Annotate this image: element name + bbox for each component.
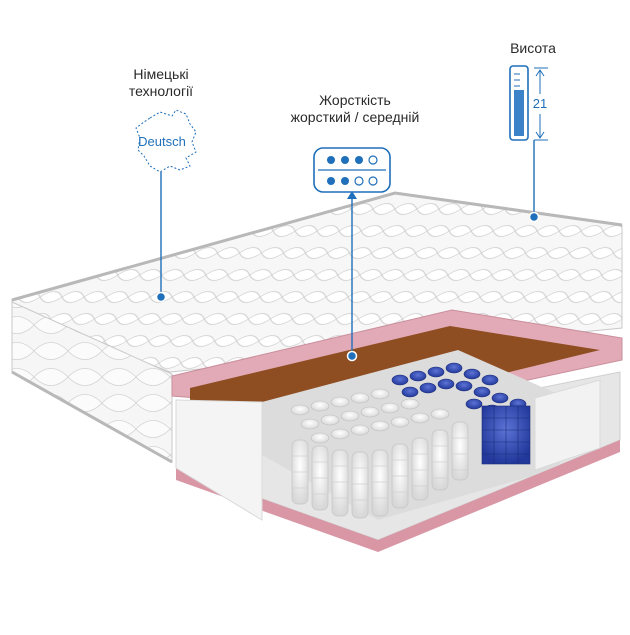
height-value: 21 (532, 96, 548, 111)
blue-springs (391, 362, 531, 465)
foam-block-left (175, 399, 263, 521)
coconut-layer (190, 326, 600, 404)
white-springs (290, 388, 469, 519)
firmness-line1: Жорсткість (319, 92, 391, 108)
firmness-icon (313, 147, 391, 193)
height-title: Висота (510, 40, 556, 56)
deutsch-badge: Deutsch (138, 134, 186, 149)
mattress-piping (11, 191, 623, 302)
german-tech-line1: Німецькі (133, 66, 189, 82)
germany-map-icon (135, 109, 197, 173)
german-tech-line2: технології (128, 83, 194, 99)
height-label: Висота (478, 40, 588, 57)
callout-dots (155, 211, 540, 362)
height-gauge-icon (509, 65, 548, 141)
firmness-label: Жорсткість жорсткий / середній (250, 92, 460, 126)
german-tech-label: Німецькі технології (96, 66, 226, 100)
callout-lines (160, 140, 535, 354)
foam-block-right (534, 379, 601, 471)
firmness-line2: жорсткий / середній (290, 109, 420, 125)
